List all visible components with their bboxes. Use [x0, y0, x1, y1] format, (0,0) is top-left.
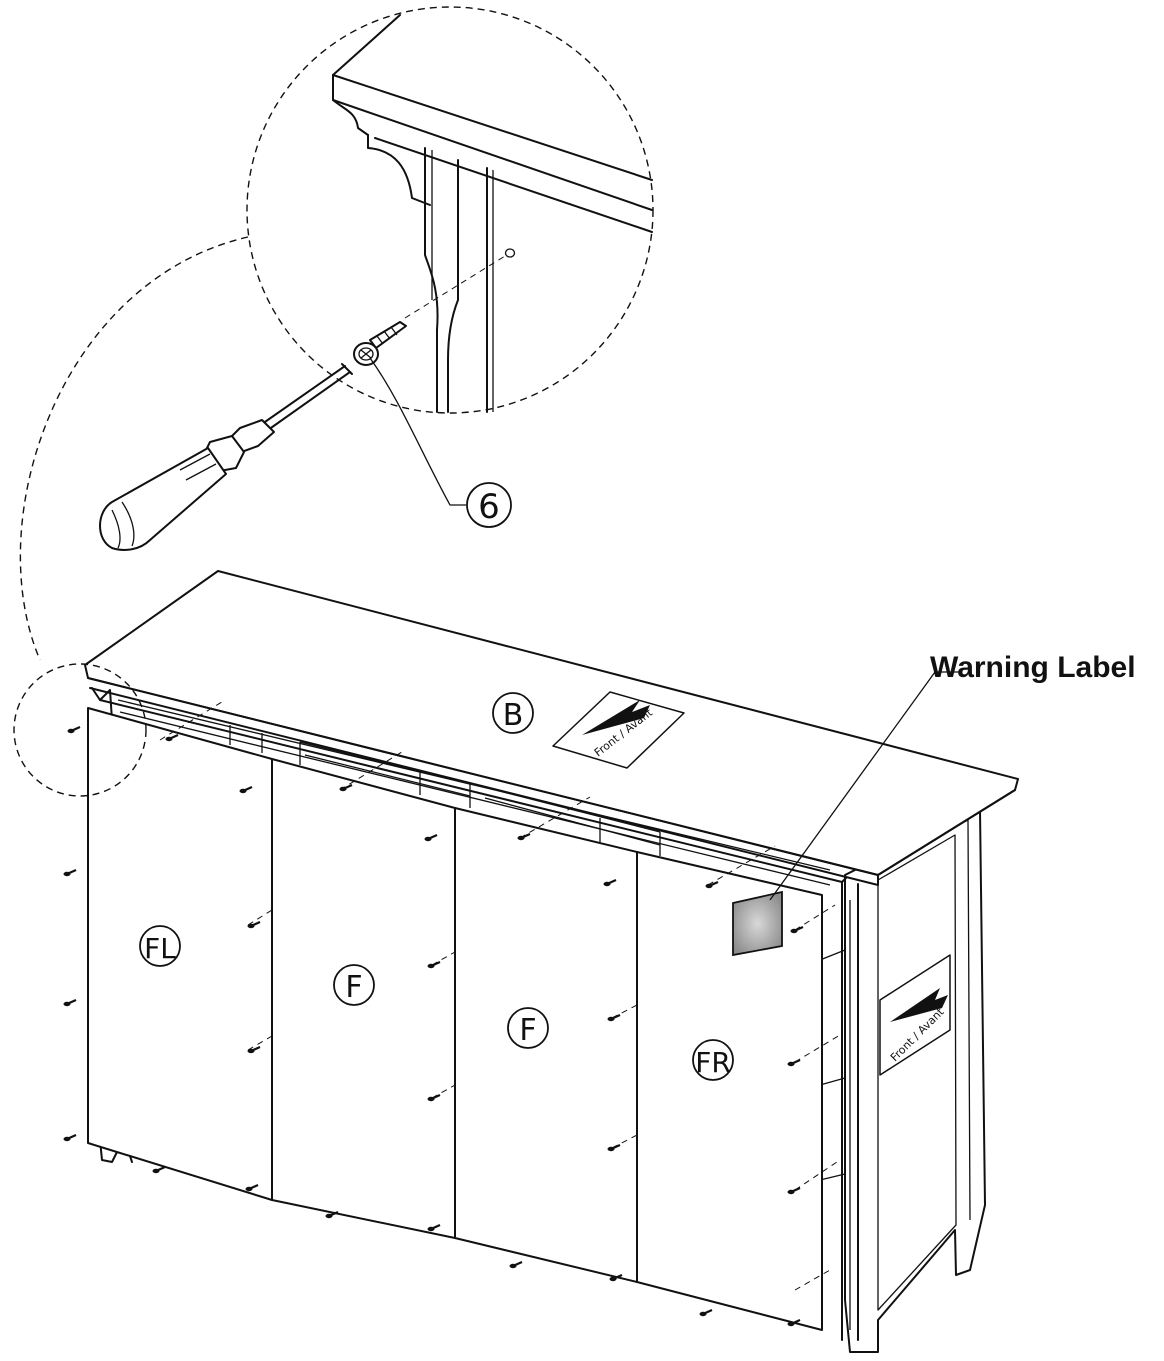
- panel-f1-callout: [333, 964, 375, 1006]
- panel-f1-label: F: [345, 970, 362, 1005]
- detail-origin-circle: [13, 663, 147, 797]
- front-sticker-top: Front / Avant: [552, 691, 685, 769]
- part-6-callout: [466, 482, 512, 528]
- panel-f2-callout: [507, 1007, 549, 1049]
- panel-f-2: [454, 807, 638, 1283]
- part-6-label: 6: [478, 487, 500, 527]
- panel-fl-callout: [139, 925, 181, 967]
- screw-hole: [504, 248, 516, 258]
- panel-fl-label: FL: [144, 932, 176, 965]
- panel-f2-label: F: [519, 1013, 536, 1048]
- part-b-label: B: [503, 698, 524, 733]
- screw-icon: [353, 321, 407, 366]
- warning-label-patch: [732, 890, 783, 957]
- panel-fr-callout: [692, 1039, 734, 1081]
- screwdriver-icon: [99, 363, 353, 551]
- panel-fr: [636, 851, 823, 1331]
- detail-circle: [246, 6, 654, 414]
- part-b-callout: [492, 692, 534, 734]
- panel-fl: [87, 707, 273, 1201]
- panel-fr-label: FR: [695, 1046, 731, 1079]
- detail-leader: [19, 236, 249, 661]
- warning-label-leader: [769, 671, 960, 901]
- warning-label-text: Warning Label: [930, 651, 1136, 684]
- detail-view: 6: [19, 6, 654, 661]
- screws: [62, 699, 841, 1328]
- cabinet: Front / Avant Front / Avant B FL F F FR …: [13, 570, 1136, 1353]
